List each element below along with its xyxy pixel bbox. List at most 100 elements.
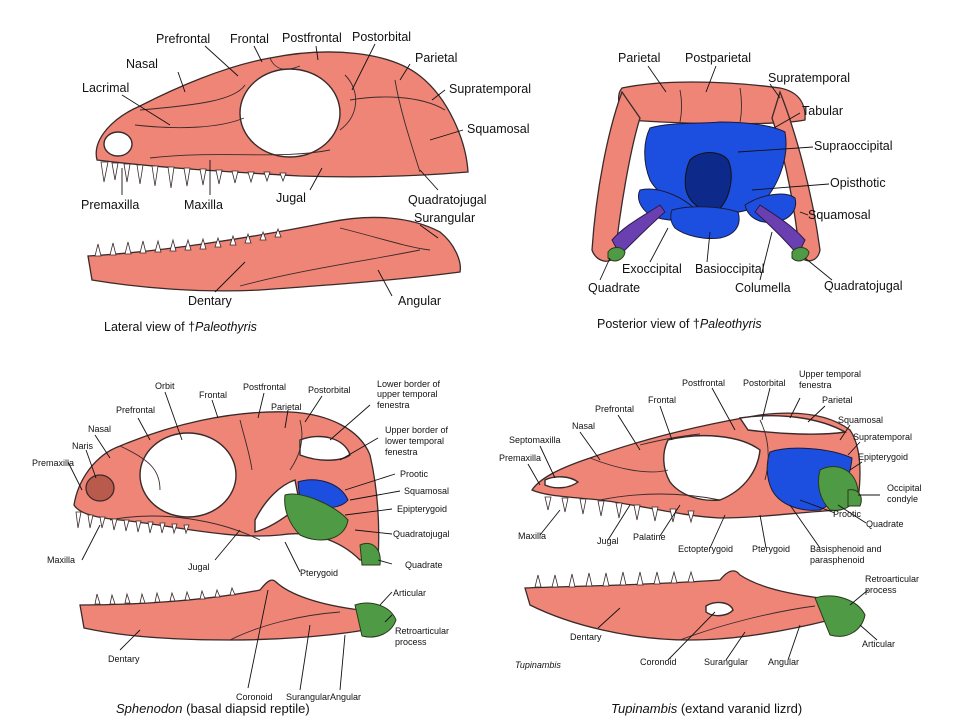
label-septomaxilla: Septomaxilla bbox=[509, 435, 561, 445]
label-prootic-sphenodon: Prootic bbox=[400, 469, 429, 479]
label-lacrimal: Lacrimal bbox=[82, 81, 129, 95]
label-opisthotic: Opisthotic bbox=[830, 176, 886, 190]
caption-lateral-view: Lateral view of †Paleothyris bbox=[104, 320, 257, 334]
label-postorbital-sphenodon: Postorbital bbox=[308, 385, 351, 395]
label-ectopterygoid: Ectopterygoid bbox=[678, 544, 733, 554]
label-squamosal: Squamosal bbox=[467, 122, 530, 136]
label-maxilla-sphenodon: Maxilla bbox=[47, 555, 75, 565]
tupinambis-mandible-lateral bbox=[524, 570, 866, 641]
sphenodon-mandible-lateral bbox=[79, 579, 397, 641]
label-frontal-sphenodon: Frontal bbox=[199, 390, 227, 400]
label-epipterygoid-sphenodon: Epipterygoid bbox=[397, 504, 447, 514]
label-quadrate-posterior: Quadrate bbox=[588, 281, 640, 295]
label-parietal-tupinambis: Parietal bbox=[822, 395, 853, 405]
label-premaxilla-tupinambis: Premaxilla bbox=[499, 453, 541, 463]
caption-tupinambis-rest: (extand varanid lizrd) bbox=[677, 701, 802, 716]
label-surangular-tupinambis: Surangular bbox=[704, 657, 748, 667]
paleothyris-posterior-leader-lines bbox=[599, 65, 833, 281]
label-epipterygoid-tupinambis: Epipterygoid bbox=[858, 452, 908, 462]
caption-lateral-prefix: Lateral view of † bbox=[104, 320, 195, 334]
label-occipital-2: condyle bbox=[887, 494, 918, 504]
label-jugal: Jugal bbox=[276, 191, 306, 205]
caption-posterior-genus: Paleothyris bbox=[700, 317, 762, 331]
label-upper-border-3: fenestra bbox=[385, 447, 418, 457]
label-coronoid-sphenodon: Coronoid bbox=[236, 692, 273, 702]
label-quadratojugal-posterior: Quadratojugal bbox=[824, 279, 903, 293]
label-maxilla: Maxilla bbox=[184, 198, 223, 212]
label-lower-border-1: Lower border of bbox=[377, 379, 441, 389]
label-tabular: Tabular bbox=[802, 104, 843, 118]
label-parietal-sphenodon: Parietal bbox=[271, 402, 302, 412]
label-quadratojugal: Quadratojugal bbox=[408, 193, 487, 207]
label-quadratojugal-sphenodon: Quadratojugal bbox=[393, 529, 450, 539]
label-nasal-sphenodon: Nasal bbox=[88, 424, 111, 434]
label-prefrontal-sphenodon: Prefrontal bbox=[116, 405, 155, 415]
label-angular: Angular bbox=[398, 294, 441, 308]
paleothyris-skull-posterior bbox=[591, 81, 821, 262]
caption-sphenodon: Sphenodon (basal diapsid reptile) bbox=[116, 701, 310, 716]
sphenodon-labels: Orbit Frontal Postfrontal Postorbital Pr… bbox=[32, 379, 450, 702]
caption-posterior-view: Posterior view of †Paleothyris bbox=[597, 317, 762, 331]
label-tupinambis-tag: Tupinambis bbox=[515, 660, 561, 670]
paleothyris-lateral-labels: Nasal Prefrontal Frontal Postfrontal Pos… bbox=[81, 30, 531, 308]
label-upper-border-1: Upper border of bbox=[385, 425, 449, 435]
label-frontal-tupinambis: Frontal bbox=[648, 395, 676, 405]
paleothyris-posterior-labels: Parietal Postparietal Supratemporal Tabu… bbox=[588, 51, 903, 295]
label-squamosal-sphenodon: Squamosal bbox=[404, 486, 449, 496]
label-pterygoid-sphenodon: Pterygoid bbox=[300, 568, 338, 578]
label-basisphenoid-1: Basisphenoid and bbox=[810, 544, 882, 554]
label-surangular-sphenodon: Surangular bbox=[286, 692, 330, 702]
label-palatine: Palatine bbox=[633, 532, 666, 542]
label-postorbital-tupinambis: Postorbital bbox=[743, 378, 786, 388]
label-retroarticular-2-sphenodon: process bbox=[395, 637, 427, 647]
label-orbit-sphenodon: Orbit bbox=[155, 381, 175, 391]
label-prefrontal-tupinambis: Prefrontal bbox=[595, 404, 634, 414]
label-dentary-tupinambis: Dentary bbox=[570, 632, 602, 642]
label-dentary: Dentary bbox=[188, 294, 233, 308]
label-supraoccipital: Supraoccipital bbox=[814, 139, 893, 153]
label-quadrate-tupinambis: Quadrate bbox=[866, 519, 904, 529]
label-parietal-posterior: Parietal bbox=[618, 51, 660, 65]
label-nasal: Nasal bbox=[126, 57, 158, 71]
label-premaxilla: Premaxilla bbox=[81, 198, 139, 212]
label-angular-sphenodon: Angular bbox=[330, 692, 361, 702]
caption-sphenodon-genus: Sphenodon bbox=[116, 701, 183, 716]
label-basisphenoid-2: parasphenoid bbox=[810, 555, 865, 565]
panel-posterior-paleothyris: Parietal Postparietal Supratemporal Tabu… bbox=[588, 51, 903, 331]
label-upper-border-2: lower temporal bbox=[385, 436, 444, 446]
caption-lateral-genus: Paleothyris bbox=[195, 320, 257, 334]
label-retroarticular-1-tupinambis: Retroarticular bbox=[865, 574, 919, 584]
caption-tupinambis-genus: Tupinambis bbox=[611, 701, 678, 716]
label-prefrontal: Prefrontal bbox=[156, 32, 210, 46]
label-squamosal-posterior: Squamosal bbox=[808, 208, 871, 222]
label-surangular: Surangular bbox=[414, 211, 475, 225]
label-supratemporal-posterior: Supratemporal bbox=[768, 71, 850, 85]
label-lower-border-2: upper temporal bbox=[377, 389, 438, 399]
label-maxilla-tupinambis: Maxilla bbox=[518, 531, 546, 541]
panel-sphenodon: Orbit Frontal Postfrontal Postorbital Pr… bbox=[32, 379, 450, 716]
label-postfrontal: Postfrontal bbox=[282, 31, 342, 45]
label-postparietal: Postparietal bbox=[685, 51, 751, 65]
label-frontal: Frontal bbox=[230, 32, 269, 46]
label-upper-temporal-2: fenestra bbox=[799, 380, 832, 390]
panel-lateral-paleothyris: Nasal Prefrontal Frontal Postfrontal Pos… bbox=[81, 30, 531, 334]
label-exoccipital: Exoccipital bbox=[622, 262, 682, 276]
label-postfrontal-sphenodon: Postfrontal bbox=[243, 382, 286, 392]
label-coronoid-tupinambis: Coronoid bbox=[640, 657, 677, 667]
caption-tupinambis: Tupinambis (extand varanid lizrd) bbox=[611, 701, 802, 716]
label-parietal: Parietal bbox=[415, 51, 457, 65]
tupinambis-leader-lines bbox=[527, 387, 880, 661]
label-columella: Columella bbox=[735, 281, 791, 295]
sphenodon-skull-lateral bbox=[73, 411, 381, 566]
label-quadrate-sphenodon: Quadrate bbox=[405, 560, 443, 570]
label-naris: Naris bbox=[72, 441, 94, 451]
label-jugal-tupinambis: Jugal bbox=[597, 536, 619, 546]
label-jugal-sphenodon: Jugal bbox=[188, 562, 210, 572]
caption-posterior-prefix: Posterior view of † bbox=[597, 317, 700, 331]
label-upper-temporal-1: Upper temporal bbox=[799, 369, 861, 379]
label-nasal-tupinambis: Nasal bbox=[572, 421, 595, 431]
caption-sphenodon-rest: (basal diapsid reptile) bbox=[183, 701, 310, 716]
label-articular-tupinambis: Articular bbox=[862, 639, 895, 649]
label-supratemporal-tupinambis: Supratemporal bbox=[853, 432, 912, 442]
